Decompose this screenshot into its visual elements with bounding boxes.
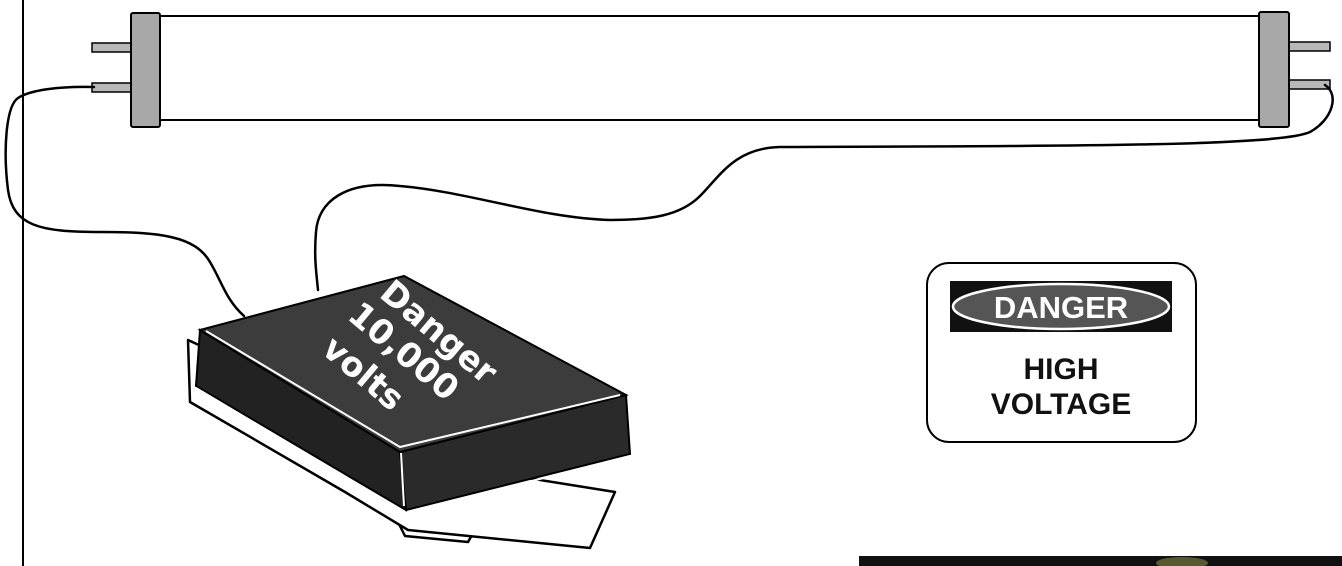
high-voltage-line-2: VOLTAGE bbox=[991, 388, 1132, 421]
tube-right-end-cap bbox=[1259, 12, 1289, 127]
fluorescent-tube-icon bbox=[92, 12, 1330, 127]
dark-photo-panel-bg bbox=[859, 556, 1342, 566]
dark-photo-panel bbox=[859, 556, 1342, 566]
tube-left-end-cap bbox=[131, 13, 160, 127]
danger-badge-text: DANGER bbox=[994, 290, 1128, 325]
wire-left bbox=[6, 87, 244, 316]
tube-right-pin-top bbox=[1288, 42, 1330, 51]
warning-sign: DANGER HIGH VOLTAGE bbox=[927, 263, 1196, 442]
high-voltage-line-1: HIGH bbox=[1024, 353, 1099, 386]
tube-left-pin-bottom bbox=[92, 83, 134, 92]
tube-left-pin-top bbox=[92, 43, 134, 52]
tube-right-pin-bottom bbox=[1288, 80, 1330, 89]
tube-body bbox=[150, 16, 1270, 120]
transformer-icon: Danger 10,000 volts bbox=[188, 272, 630, 548]
